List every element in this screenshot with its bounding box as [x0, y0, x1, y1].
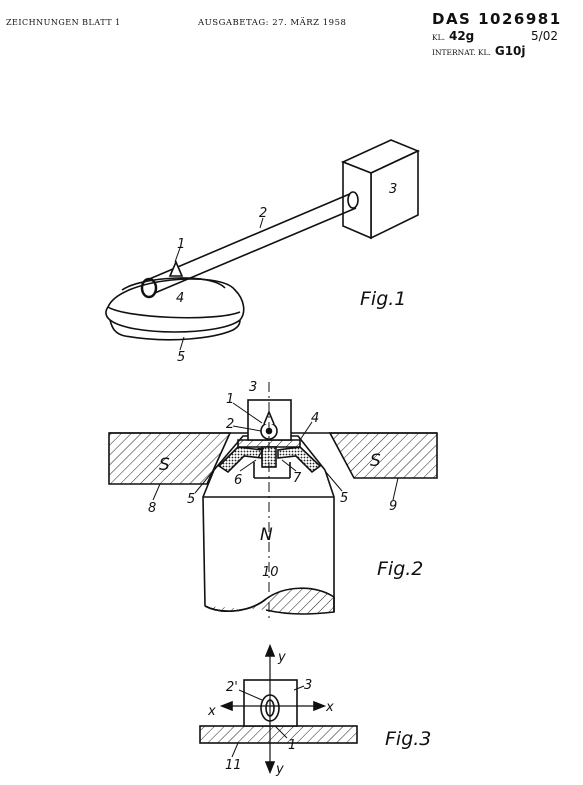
fig1-label-4: 4	[176, 291, 184, 306]
fig2-label-6: 6	[234, 473, 242, 488]
fig2-label-5b: 5	[340, 491, 348, 506]
sheet-label: ZEICHNUNGEN BLATT 1	[6, 18, 121, 27]
fig2-label-s-left: S	[159, 455, 170, 475]
magnet-block	[340, 139, 420, 240]
fig3-label-1: 1	[288, 738, 296, 753]
fig3-label-3: 3	[304, 678, 312, 693]
figure-2	[108, 382, 438, 620]
pivot-needle	[168, 259, 184, 277]
fig2-label-2: 2	[226, 417, 234, 432]
fig3-label-y-top: y	[277, 650, 286, 665]
fig3-label-x-left: x	[207, 704, 216, 719]
issue-date: AUSGABETAG: 27. MÄRZ 1958	[198, 18, 347, 28]
fig2-label-5a: 5	[187, 492, 195, 507]
document-number: DAS 1026981	[432, 10, 562, 28]
fig2-label-7a: 7	[293, 471, 302, 486]
fig1-label-5: 5	[177, 350, 185, 365]
fig3-label-y-bottom: y	[275, 762, 284, 777]
kl-value: 42g	[448, 29, 475, 43]
compass-base	[105, 277, 245, 341]
fig2-label-10: 10	[262, 565, 279, 580]
fig2-label-n: N	[260, 525, 273, 545]
figure-1	[105, 139, 420, 351]
fig2-label-1: 1	[226, 392, 234, 407]
fig2-label-4: 4	[311, 411, 319, 426]
fig3-caption: Fig.3	[385, 728, 431, 750]
fig2-caption: Fig.2	[377, 558, 423, 580]
fig1-label-1: 1	[177, 237, 185, 252]
internat-label: INTERNAT. KL.	[432, 48, 491, 57]
kl-subclass: 5/02	[531, 29, 558, 43]
kl-label: KL.	[432, 33, 445, 42]
fig3-label-2prime: 2'	[226, 680, 238, 695]
fig2-label-s-right: S	[370, 451, 381, 471]
fig2-label-9: 9	[389, 499, 397, 514]
fig3-label-11: 11	[225, 758, 242, 773]
fig1-label-3: 3	[389, 182, 397, 197]
fig2-label-8: 8	[148, 501, 156, 516]
fig3-label-x-right: x	[325, 700, 334, 715]
fig2-label-3: 3	[249, 380, 257, 395]
internat-value: G10j	[494, 44, 526, 58]
fig1-caption: Fig.1	[360, 288, 406, 310]
fig1-label-2: 2	[259, 206, 267, 221]
fig2-label-7b: 7	[256, 447, 265, 462]
classification-block: DAS 1026981 KL. 42g 5/02 INTERNAT. KL. G…	[432, 10, 572, 58]
figure-3	[199, 643, 358, 775]
indicator-rod	[140, 191, 359, 299]
